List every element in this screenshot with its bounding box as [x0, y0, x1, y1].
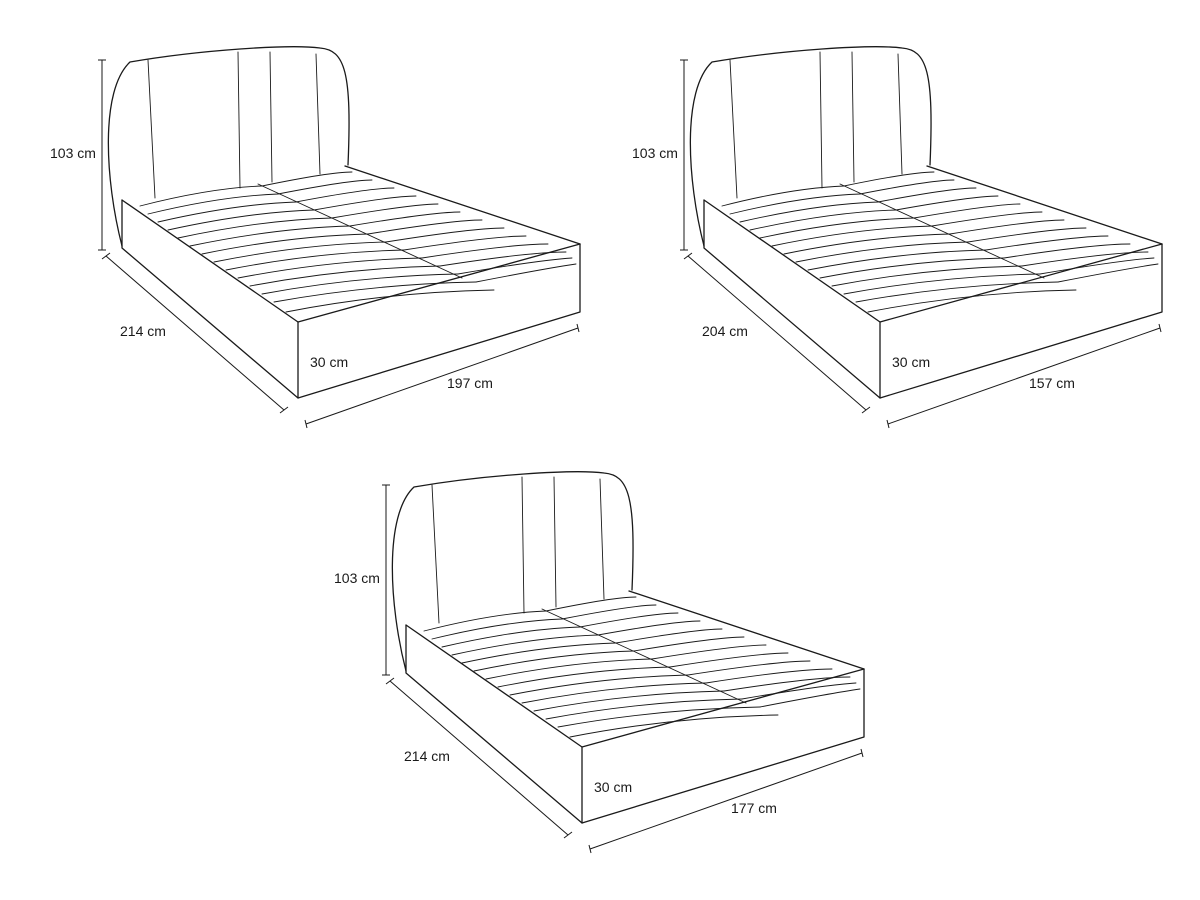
slat-base — [139, 171, 577, 313]
height-dimension-line — [680, 59, 688, 251]
center-rail — [839, 183, 1045, 279]
bed-drawing-1 — [107, 46, 581, 399]
headboard-channel-line — [897, 53, 903, 175]
headboard-channel-line — [237, 51, 241, 189]
base-height-label: 30 cm — [310, 354, 348, 370]
center-rail — [257, 183, 463, 279]
height-dimension-line — [98, 59, 106, 251]
headboard-channel-line — [269, 51, 273, 183]
base-height-label: 30 cm — [892, 354, 930, 370]
height-dimension-line — [382, 484, 390, 676]
frame-front-face — [297, 243, 581, 399]
frame-top-edge — [405, 624, 865, 748]
bed-drawing-2 — [689, 46, 1163, 399]
width-label: 197 cm — [447, 375, 493, 391]
length-label: 214 cm — [404, 748, 450, 764]
width-label: 157 cm — [1029, 375, 1075, 391]
center-rail — [541, 608, 747, 704]
headboard-channel-line — [819, 51, 823, 189]
headboard-channel-line — [431, 484, 440, 624]
headboard-channel-line — [147, 59, 156, 199]
length-label: 214 cm — [120, 323, 166, 339]
frame-back-rail — [344, 165, 581, 245]
bed-diagram-1: 103 cm 214 cm 30 cm 197 cm — [50, 46, 581, 429]
width-label: 177 cm — [731, 800, 777, 816]
height-label: 103 cm — [50, 145, 96, 161]
frame-top-edge — [121, 199, 581, 323]
width-dimension-line — [304, 323, 580, 429]
base-height-label: 30 cm — [594, 779, 632, 795]
bed-diagram-2: 103 cm 204 cm 30 cm 157 cm — [632, 46, 1163, 429]
width-dimension-line — [588, 748, 864, 854]
headboard — [689, 46, 932, 247]
headboard-channel-line — [553, 476, 557, 608]
bed-drawing-3 — [391, 471, 865, 824]
length-label: 204 cm — [702, 323, 748, 339]
frame-left-side — [405, 624, 583, 824]
frame-left-side — [703, 199, 881, 399]
headboard-channel-line — [851, 51, 855, 183]
headboard-channel-line — [729, 59, 738, 199]
length-dimension-line — [385, 677, 573, 839]
height-label: 103 cm — [632, 145, 678, 161]
headboard-channel-line — [315, 53, 321, 175]
headboard-channel-line — [599, 478, 605, 600]
slat-base — [423, 596, 861, 738]
bed-diagram-3: 103 cm 214 cm 30 cm 177 cm — [334, 471, 865, 854]
length-dimension-line — [683, 252, 871, 414]
frame-back-rail — [926, 165, 1163, 245]
frame-front-face — [879, 243, 1163, 399]
headboard — [391, 471, 634, 672]
frame-front-face — [581, 668, 865, 824]
length-dimension-line — [101, 252, 289, 414]
height-label: 103 cm — [334, 570, 380, 586]
frame-top-edge — [703, 199, 1163, 323]
headboard-channel-line — [521, 476, 525, 614]
frame-back-rail — [628, 590, 865, 670]
slat-base — [721, 171, 1159, 313]
width-dimension-line — [886, 323, 1162, 429]
frame-left-side — [121, 199, 299, 399]
headboard — [107, 46, 350, 247]
